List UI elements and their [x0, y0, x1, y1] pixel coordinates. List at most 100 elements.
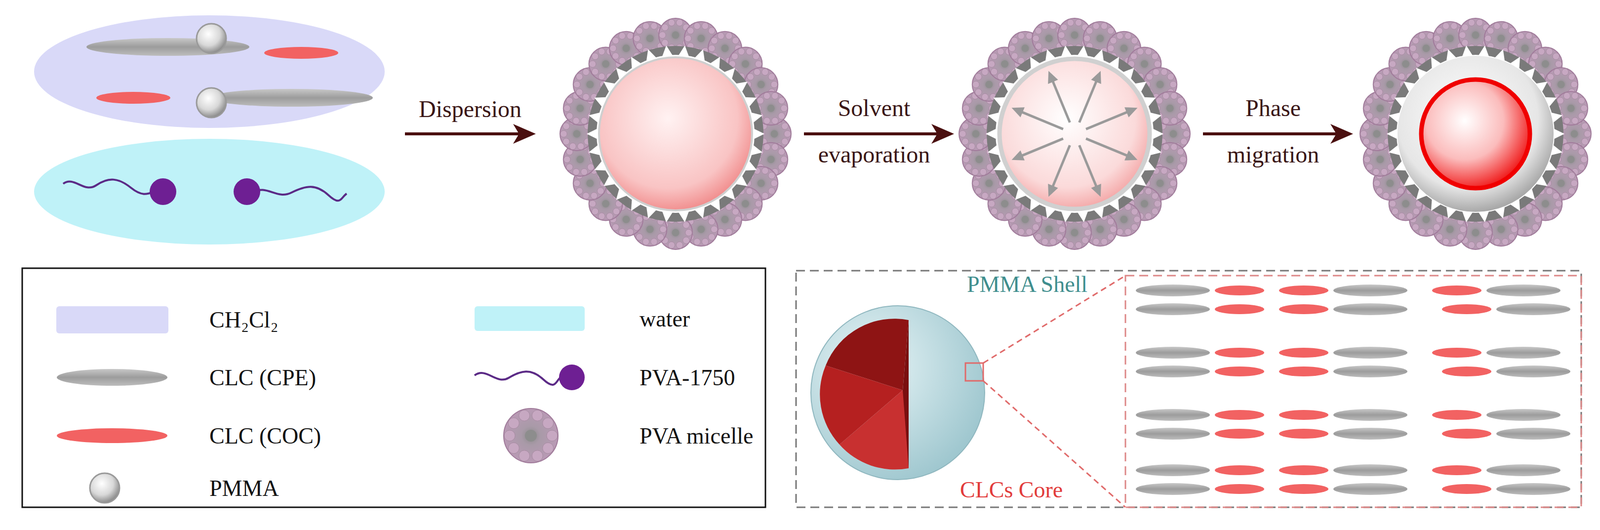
- micelle-bump: [1107, 233, 1115, 241]
- micelle-bump: [1387, 163, 1395, 171]
- arrow-shaft: [404, 132, 521, 136]
- micelle-bump: [1362, 138, 1370, 146]
- coc-molecule: [264, 46, 339, 59]
- micelle-core: [1021, 215, 1030, 224]
- micelle-bump: [1067, 19, 1075, 27]
- legend-text: CH₂Cl₂: [209, 306, 279, 333]
- micelle-core: [1000, 60, 1009, 68]
- micelle-bump: [1130, 52, 1138, 60]
- micelle-bump: [1183, 130, 1191, 138]
- legend-cpe-sample: [56, 368, 168, 386]
- micelle-bump: [1409, 44, 1417, 52]
- micelle-bump: [612, 52, 620, 60]
- cpe-molecule: [1135, 427, 1210, 440]
- oil-phase-panel: [34, 15, 385, 128]
- micelle-bump: [1124, 32, 1132, 40]
- micelle-bump: [668, 241, 676, 249]
- micelle-bump: [1011, 207, 1019, 215]
- micelle-core: [1570, 130, 1579, 138]
- step-label: Dispersion: [418, 95, 522, 123]
- diffusion-arrow: [1085, 111, 1130, 129]
- micelle-bump: [1568, 187, 1576, 195]
- micelle-bump: [763, 92, 771, 100]
- micelle-bump: [1508, 27, 1516, 35]
- micelle-bump: [1578, 163, 1586, 171]
- micelle-bump: [1152, 68, 1160, 76]
- micelle-bump: [961, 138, 969, 146]
- cpe-molecule: [1486, 284, 1561, 297]
- micelle-bump: [711, 37, 719, 44]
- micelle-bump: [582, 93, 590, 101]
- micelle-bump: [531, 450, 543, 462]
- coc-molecule: [1279, 465, 1329, 476]
- micelle-bump: [1041, 238, 1049, 246]
- micelle-bump: [1151, 192, 1159, 200]
- micelle-bump: [778, 97, 786, 105]
- cpe-molecule: [1333, 365, 1408, 378]
- micelle-core: [1446, 225, 1454, 234]
- micelle-core: [601, 60, 610, 68]
- micelle-bump: [1568, 73, 1576, 81]
- micelle-bump: [1584, 130, 1592, 138]
- micelle-bump: [725, 228, 733, 236]
- micelle-bump: [1131, 208, 1139, 216]
- micelle-bump: [1017, 32, 1025, 40]
- micelle-core: [1166, 104, 1174, 113]
- micelle-bump: [1169, 179, 1177, 187]
- micelle-core: [975, 155, 983, 163]
- micelle-core: [576, 104, 584, 113]
- micelle-bump: [612, 223, 620, 231]
- micelle-bump: [598, 48, 606, 56]
- micelle-bump: [1060, 24, 1068, 32]
- micelle-bump: [1391, 68, 1399, 76]
- micelle-bump: [755, 60, 762, 68]
- micelle-bump: [626, 32, 634, 40]
- micelle-bump: [1156, 97, 1163, 105]
- micelle-core: [1071, 229, 1079, 237]
- micelle-bump: [1482, 221, 1490, 229]
- micelle-bump: [979, 117, 987, 125]
- micelle-core: [757, 179, 765, 188]
- micelle-bump: [732, 37, 740, 44]
- cpe-molecule: [1333, 408, 1408, 421]
- micelle-bump: [1035, 215, 1042, 223]
- micelle-bump: [1571, 92, 1579, 100]
- micelle-bump: [1468, 241, 1476, 249]
- micelle-core: [1446, 34, 1454, 42]
- micelle-core: [573, 130, 581, 138]
- step-label: Phase migration: [1199, 84, 1348, 178]
- arrow-head: [931, 123, 955, 144]
- micelle-bump: [737, 48, 745, 56]
- micelle-core: [586, 179, 594, 188]
- micelle-bump: [971, 117, 979, 125]
- micelle-bump: [1532, 223, 1540, 231]
- micelle-bump: [1177, 112, 1185, 120]
- cpe-molecule: [1333, 427, 1408, 440]
- micelle-bump: [997, 48, 1005, 56]
- micelle-core: [1096, 225, 1104, 234]
- legend-text: water: [639, 305, 690, 332]
- micelle-bump: [542, 442, 554, 454]
- micelle-bump: [965, 112, 973, 120]
- coc-molecule: [96, 91, 171, 104]
- core-face: [902, 320, 909, 469]
- micelle-bump: [1366, 112, 1374, 120]
- micelle-bump: [1131, 37, 1139, 44]
- micelle-core: [1541, 60, 1550, 68]
- micelle-bump: [962, 104, 970, 112]
- micelle-bump: [972, 80, 980, 88]
- pva-spike: [753, 128, 765, 140]
- micelle-core: [601, 200, 610, 208]
- micelle-core: [672, 229, 680, 237]
- diffusion-arrow: [1019, 138, 1064, 157]
- micelle-bump: [972, 179, 980, 187]
- micelle-bump: [1568, 172, 1576, 180]
- arrow-shaft: [803, 132, 940, 136]
- micelle-bump: [771, 117, 779, 125]
- micelle-bump: [1067, 241, 1075, 249]
- micelle-bump: [1376, 88, 1384, 96]
- micelle-bump: [618, 228, 626, 236]
- micelle-bump: [562, 138, 570, 146]
- micelle-core: [975, 104, 983, 113]
